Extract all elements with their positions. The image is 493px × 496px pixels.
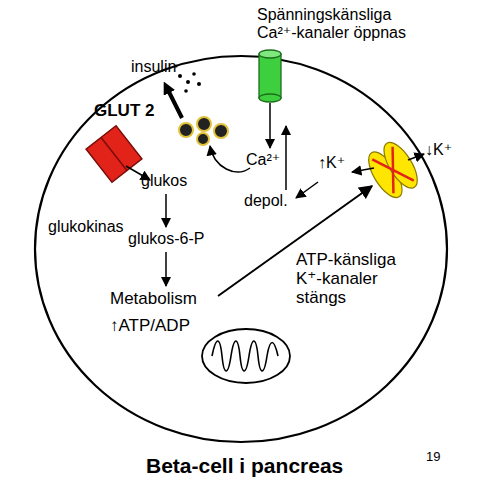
depol-arrow bbox=[296, 182, 318, 198]
insulin-dot bbox=[197, 82, 201, 86]
insulin-dot bbox=[178, 74, 182, 78]
ca-channel bbox=[259, 50, 281, 102]
pathway-arrow bbox=[165, 252, 167, 286]
mitochondrion-outer bbox=[202, 329, 290, 383]
secretion-arrow bbox=[166, 86, 182, 118]
channel-note: ATP-känsliga K⁺-kanaler stängs bbox=[296, 250, 408, 307]
k-rise-arrow bbox=[352, 168, 374, 172]
ion-label: ↓K⁺ bbox=[425, 141, 452, 159]
channel-note: Spänningskänsliga Ca²⁺-kanaler öppnas bbox=[257, 6, 417, 42]
glut2-pore bbox=[101, 137, 127, 170]
ca-channel-bottom bbox=[259, 94, 281, 102]
ca-influx-arrow bbox=[269, 103, 271, 148]
granule bbox=[197, 133, 209, 145]
katp-channel bbox=[362, 137, 423, 202]
closed-cross bbox=[372, 147, 414, 194]
ca-to-granule-arrow bbox=[210, 146, 250, 172]
ion-label: ↑K⁺ bbox=[318, 154, 345, 172]
glut2-body bbox=[86, 126, 142, 182]
granule bbox=[197, 117, 211, 131]
page-number: 19 bbox=[426, 450, 440, 465]
granule bbox=[179, 123, 193, 137]
ion-label: Ca²⁺ bbox=[246, 151, 280, 169]
metabolite-label: glukos-6-P bbox=[128, 230, 204, 248]
cell-membrane bbox=[35, 56, 447, 442]
hormone-label: insulin bbox=[131, 58, 176, 76]
ratio-label: ↑ATP/ADP bbox=[110, 316, 190, 335]
insulin-dot bbox=[184, 89, 188, 93]
metabolite-label: glukos bbox=[141, 172, 187, 190]
k-efflux-arrow bbox=[408, 154, 424, 160]
transporter-label: GLUT 2 bbox=[94, 101, 154, 120]
mitochondrion bbox=[202, 329, 290, 383]
figure-caption: Beta-cell i pancreas bbox=[146, 454, 343, 478]
process-label: depol. bbox=[244, 192, 288, 210]
insulin-dot bbox=[186, 80, 190, 84]
ca-channel-top bbox=[259, 50, 281, 58]
pathway-arrow bbox=[165, 194, 167, 227]
granule bbox=[214, 124, 228, 138]
closed-cross bbox=[372, 147, 414, 194]
depol-to-ca-arrow bbox=[285, 126, 287, 190]
ca-channel-body bbox=[259, 54, 281, 98]
insulin-dot bbox=[192, 72, 196, 76]
released-insulin bbox=[174, 64, 201, 92]
glut2-transporter bbox=[86, 126, 142, 182]
mitochondrion-cristae bbox=[212, 341, 278, 371]
insulin-granules bbox=[179, 117, 228, 145]
process-label: Metabolism bbox=[110, 289, 197, 308]
enzyme-label: glukokinas bbox=[48, 218, 124, 236]
